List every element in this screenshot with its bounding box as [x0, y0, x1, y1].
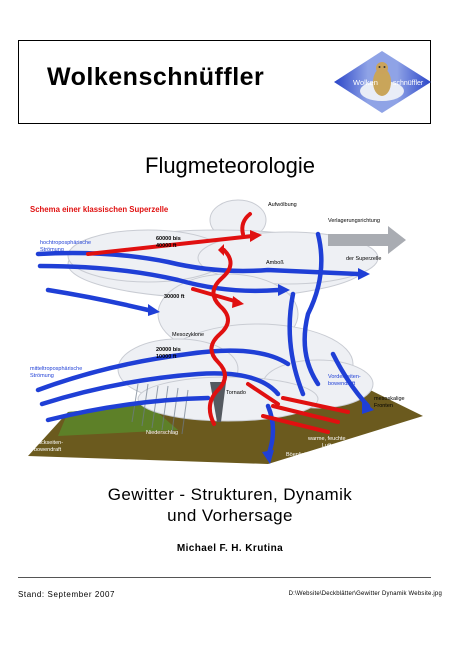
blue-arrow-heads: [148, 268, 374, 464]
label-hoch-1: hochtroposphärische: [40, 240, 91, 246]
label-ft-3b: 10000 ft: [156, 354, 177, 360]
footer-stand: Stand: September 2007: [18, 590, 116, 599]
label-verlagerung-2: der Superzelle: [346, 256, 381, 262]
label-mesoskal-2: Fronten: [374, 403, 393, 409]
label-rueck-1: Rückseiten-: [34, 440, 63, 446]
label-mittel-1: mitteltroposphärische: [30, 366, 82, 372]
wolkenschnueffler-logo: Wolken schnüffler: [334, 51, 431, 113]
label-amboss: Amboß: [266, 260, 284, 266]
label-verlagerung-1: Verlagerungsrichtung: [328, 218, 380, 224]
footer-divider: [18, 577, 431, 578]
label-niederschlag: Niederschlag: [146, 430, 178, 436]
red-updraft-arrows: [86, 212, 350, 434]
label-ft-2: 30000 ft: [164, 294, 185, 300]
subtitle-line-1: Gewitter - Strukturen, Dynamik: [107, 485, 353, 504]
label-ft-1b: 40000 ft: [156, 243, 177, 249]
document-title: Flugmeteorologie: [0, 153, 460, 179]
label-ft-1a: 60000 bis: [156, 236, 181, 242]
red-arrow-heads: [218, 230, 262, 308]
label-aufwoelbung: Aufwölbung: [268, 202, 297, 208]
header-box: Wolkenschnüffler Wolken schnüffler: [18, 40, 431, 124]
label-warm-2: Luft: [322, 443, 332, 449]
footer-file-path: D:\Website\Deckblätter\Gewitter Dynamik …: [288, 591, 442, 597]
label-ft-3a: 20000 bis: [156, 347, 181, 353]
blue-flow-arrows: [35, 231, 371, 459]
label-tornado: Tornado: [226, 390, 246, 396]
subtitle-line-2: und Vorhersage: [167, 506, 293, 525]
label-vorder-2: bowendraft: [328, 381, 356, 387]
diagram-heading: Schema einer klassischen Superzelle: [30, 205, 169, 214]
logo-left-text: Wolken: [353, 78, 378, 87]
label-mesoskal-1: mesoskalige: [374, 396, 405, 402]
label-mittel-2: Strömung: [30, 373, 54, 379]
document-subtitle: Gewitter - Strukturen, Dynamik und Vorhe…: [0, 484, 460, 526]
label-warm-1: warme, feuchte: [307, 436, 346, 442]
supercell-diagram: Schema einer klassischen Superzelle Aufw…: [28, 199, 423, 464]
brand-title: Wolkenschnüffler: [47, 63, 265, 91]
label-rueck-2: bowendraft: [34, 447, 62, 453]
label-hoch-2: Strömung: [40, 247, 64, 253]
logo-right-text: schnüffler: [393, 80, 424, 87]
movement-direction-arrow: [328, 226, 406, 254]
author-name: Michael F. H. Krutina: [176, 543, 284, 554]
document-title-text: Flugmeteorologie: [145, 153, 315, 178]
label-boen: Böenlinie: [286, 452, 309, 458]
label-vorder-1: Vorderseiten-: [328, 374, 361, 380]
label-meso: Mesozyklone: [172, 332, 204, 338]
